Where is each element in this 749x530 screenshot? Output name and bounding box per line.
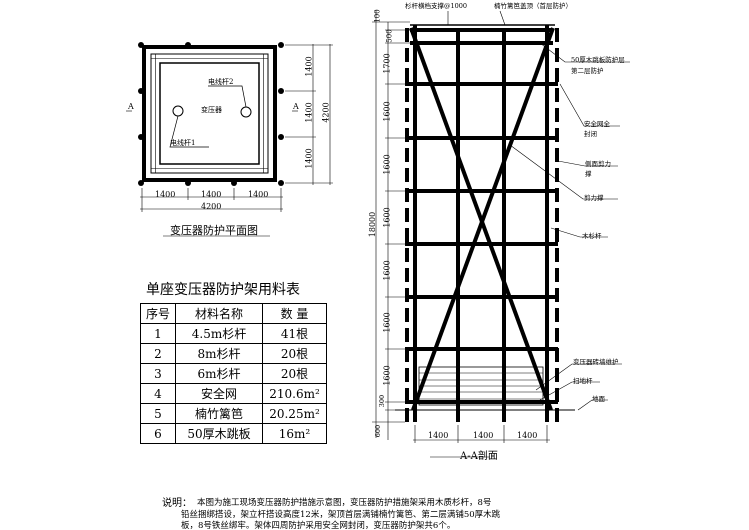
section-dim: 1400 <box>428 431 449 440</box>
section-dim: 1600 <box>382 101 392 122</box>
header-cell: 序号 <box>140 303 176 324</box>
section-label: 撑 <box>585 170 592 178</box>
section-mark-left: A <box>128 102 134 111</box>
cell: 6m杉杆 <box>175 363 263 384</box>
section-dim: 1700 <box>382 53 392 74</box>
cell: 1 <box>140 323 176 344</box>
section-dim: 1400 <box>473 431 494 440</box>
header-cell: 数 量 <box>262 303 327 324</box>
cell: 20根 <box>262 363 327 384</box>
section-label: 第二层防护 <box>571 67 604 75</box>
cell: 16m² <box>262 423 327 444</box>
cell: 楠竹篱笆 <box>175 403 263 424</box>
section-label: 杉杆横档支撑@1000 <box>405 2 468 10</box>
plan-dim: 1400 <box>304 102 314 123</box>
section-view <box>372 10 630 458</box>
pole1-label: 电线杆1 <box>170 139 196 147</box>
section-dim-total: 18000 <box>368 211 378 238</box>
plan-dim: 1400 <box>304 56 314 77</box>
pole2-label: 电线杆2 <box>208 78 234 86</box>
section-dim: 100 <box>373 9 382 23</box>
cell: 20.25m² <box>262 403 327 424</box>
section-label: 侧面剪力 <box>585 160 611 168</box>
cell: 4 <box>140 383 176 404</box>
section-dim: 1600 <box>382 312 392 333</box>
section-title: A-A剖面 <box>460 451 498 462</box>
section-dim: 1600 <box>382 154 392 175</box>
section-label: 楠竹篱笆盖顶（首层防护） <box>494 2 572 10</box>
section-label: 剪力撑 <box>584 194 604 202</box>
cell: 50厚木跳板 <box>175 423 263 444</box>
section-dim: 600 <box>374 424 383 438</box>
cell: 4.5m杉杆 <box>175 323 263 344</box>
section-label: 变压器砖墙维护 <box>573 358 619 366</box>
cell: 210.6m² <box>262 383 327 404</box>
table-title: 单座变压器防护架用料表 <box>146 282 300 298</box>
section-label: 封闭 <box>584 130 597 138</box>
section-dim: 1600 <box>382 207 392 228</box>
section-dim: 1400 <box>517 431 538 440</box>
table-header: 序号 材料名称 数 量 <box>140 303 327 324</box>
note-label: 说明： <box>162 498 192 509</box>
cell: 3 <box>140 363 176 384</box>
plan-dim: 1400 <box>155 190 176 199</box>
plan-dim: 1400 <box>248 190 269 199</box>
cell: 6 <box>140 423 176 444</box>
section-dim: 1600 <box>382 365 392 386</box>
plan-dim: 1400 <box>304 148 314 169</box>
cell: 5 <box>140 403 176 424</box>
cell: 8m杉杆 <box>175 343 263 364</box>
note-line: 本图为施工现场变压器防护措施示意图，变压器防护措施架采用木质杉杆，8号 <box>197 498 492 508</box>
cell: 安全网 <box>175 383 263 404</box>
section-dim: 300 <box>378 394 387 408</box>
plan-dim-total: 4200 <box>201 202 222 211</box>
section-mark-right: A <box>293 102 299 111</box>
section-dim: 500 <box>385 29 394 43</box>
section-label: 50厚木跳板防护层 <box>571 56 625 64</box>
cell: 41根 <box>262 323 327 344</box>
section-label: 扫地杆 <box>573 377 593 385</box>
plan-title: 变压器防护平面图 <box>170 224 258 237</box>
cell: 20根 <box>262 343 327 364</box>
section-dim: 1600 <box>382 260 392 281</box>
plan-dim: 1400 <box>201 190 222 199</box>
section-label: 木杉杆 <box>582 232 602 240</box>
cell: 2 <box>140 343 176 364</box>
section-label: 地面 <box>592 395 605 403</box>
note-line: 板，8号铁丝绑牢。架体四周防护采用安全网封闭，变压器防护架共6个。 <box>181 521 456 530</box>
plan-dim-total: 4200 <box>321 102 331 123</box>
transformer-label: 变压器 <box>201 106 222 114</box>
note-line: 铅丝捆绑搭设，架立杆搭设高度12米，架顶首层满铺楠竹篱笆、第二层满铺50厚木跳 <box>181 510 501 520</box>
header-cell: 材料名称 <box>175 303 263 324</box>
section-label: 安全网全 <box>584 120 610 128</box>
plan-view <box>126 42 333 237</box>
